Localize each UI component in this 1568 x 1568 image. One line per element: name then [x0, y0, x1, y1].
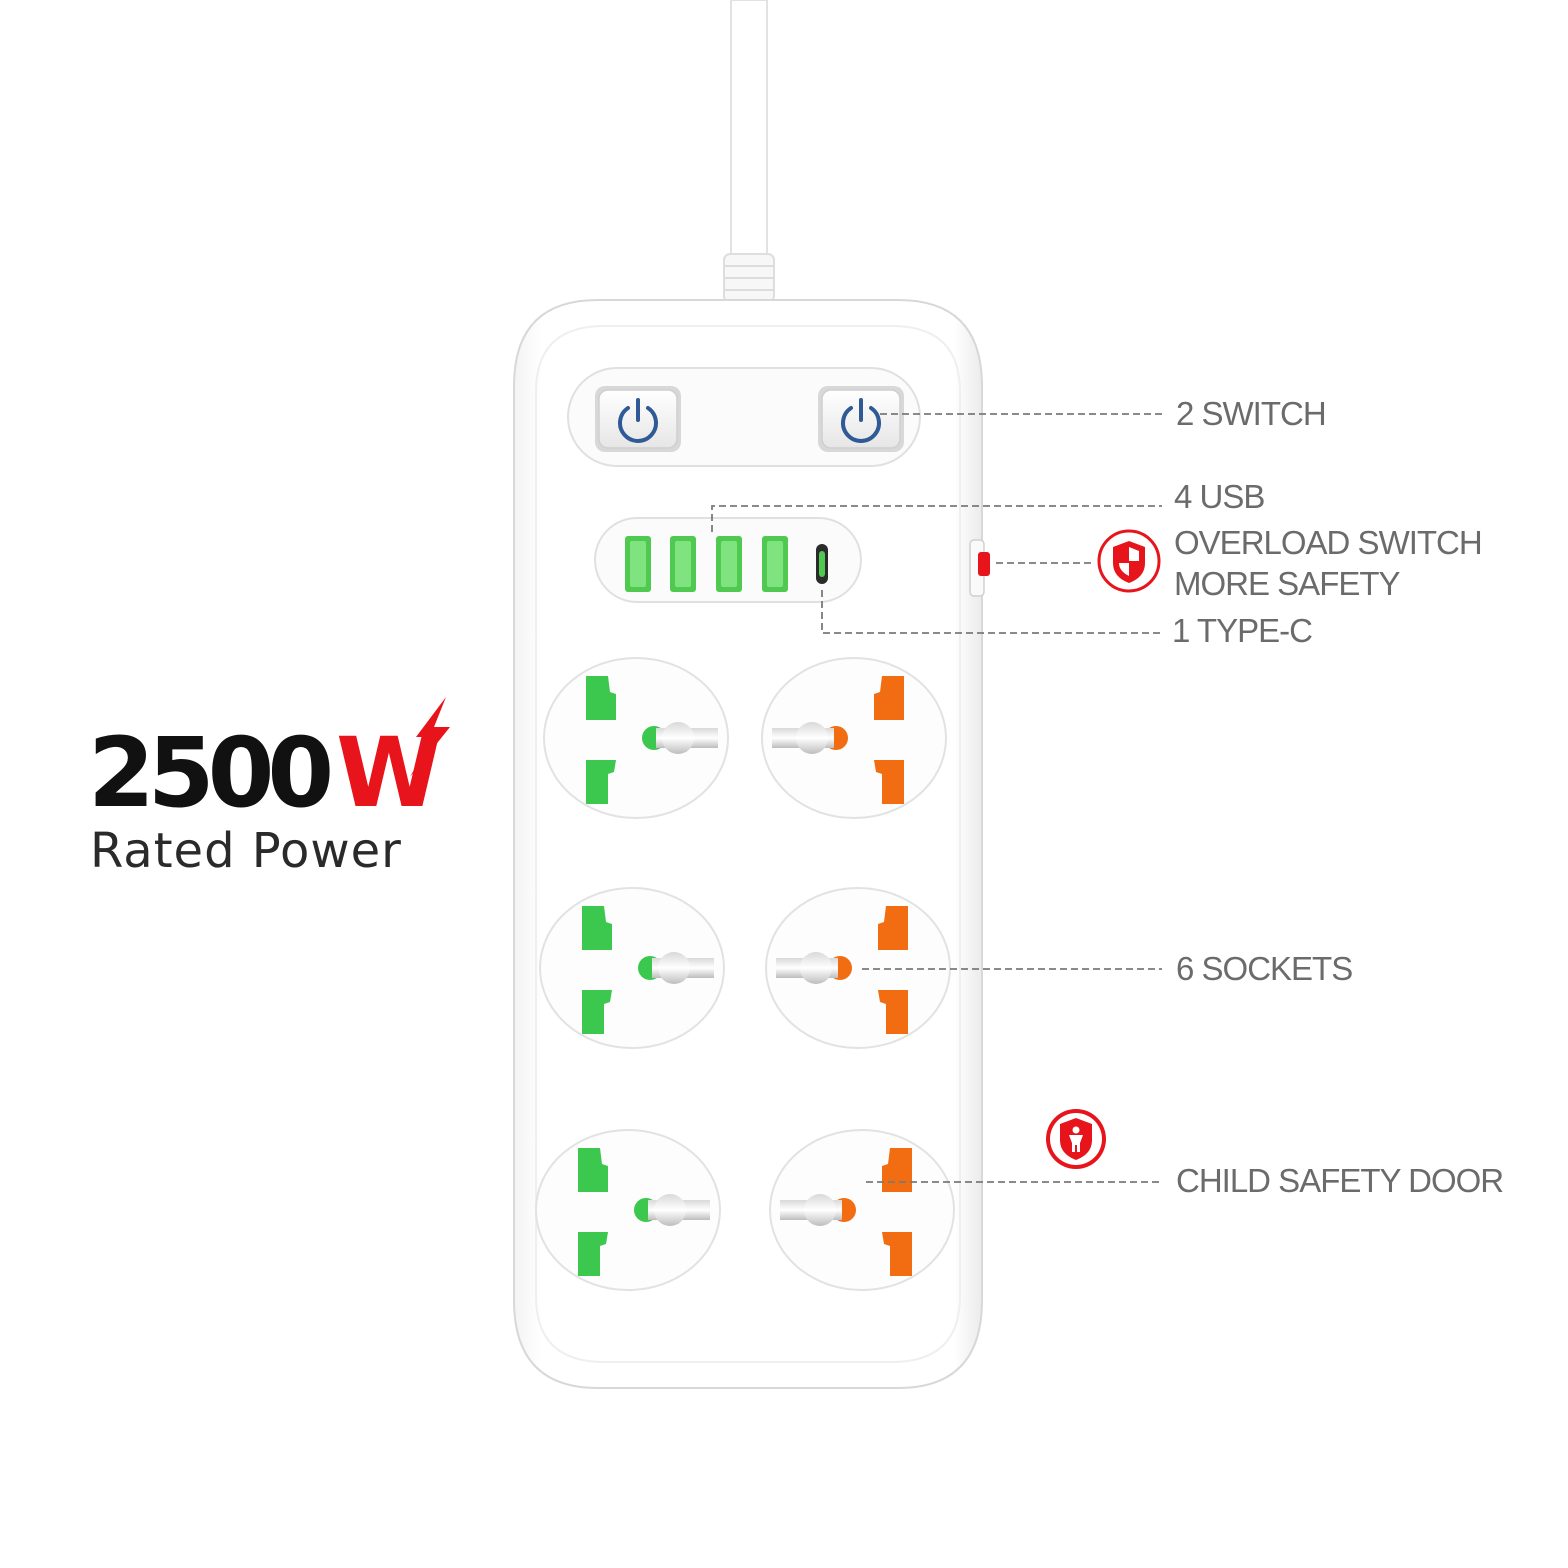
socket [761, 657, 947, 819]
power-unit: W [336, 717, 442, 829]
usb-port [625, 536, 651, 592]
rated-power-block: 2500 W Rated Power [88, 697, 450, 895]
usb-panel [594, 517, 862, 603]
callout-sockets: 6 SOCKETS [1176, 950, 1353, 987]
socket [539, 887, 725, 1049]
bolt-icon [410, 697, 450, 777]
power-icon [841, 398, 881, 443]
type-c-port [816, 544, 828, 584]
socket [769, 1129, 955, 1291]
usb-port [762, 536, 788, 592]
child-shield-icon [1046, 1109, 1106, 1169]
callout-overload-line2: MORE SAFETY [1174, 565, 1401, 602]
callout-typec: 1 TYPE-C [1172, 612, 1313, 649]
socket [535, 1129, 721, 1291]
usb-port [716, 536, 742, 592]
socket [543, 657, 729, 819]
power-cord [723, 0, 775, 303]
socket [765, 887, 951, 1049]
callout-leaders [711, 413, 1162, 1183]
shield-icon [1097, 529, 1161, 593]
callout-child-safety: CHILD SAFETY DOOR [1176, 1162, 1504, 1199]
callout-switch: 2 SWITCH [1176, 395, 1327, 432]
callout-overload-line1: OVERLOAD SWITCH [1174, 524, 1483, 561]
power-caption: Rated Power [90, 823, 402, 879]
callout-usb: 4 USB [1174, 478, 1265, 515]
power-icon [618, 398, 658, 443]
power-value: 2500 [88, 717, 334, 829]
switch-panel [567, 367, 921, 467]
usb-port [670, 536, 696, 592]
